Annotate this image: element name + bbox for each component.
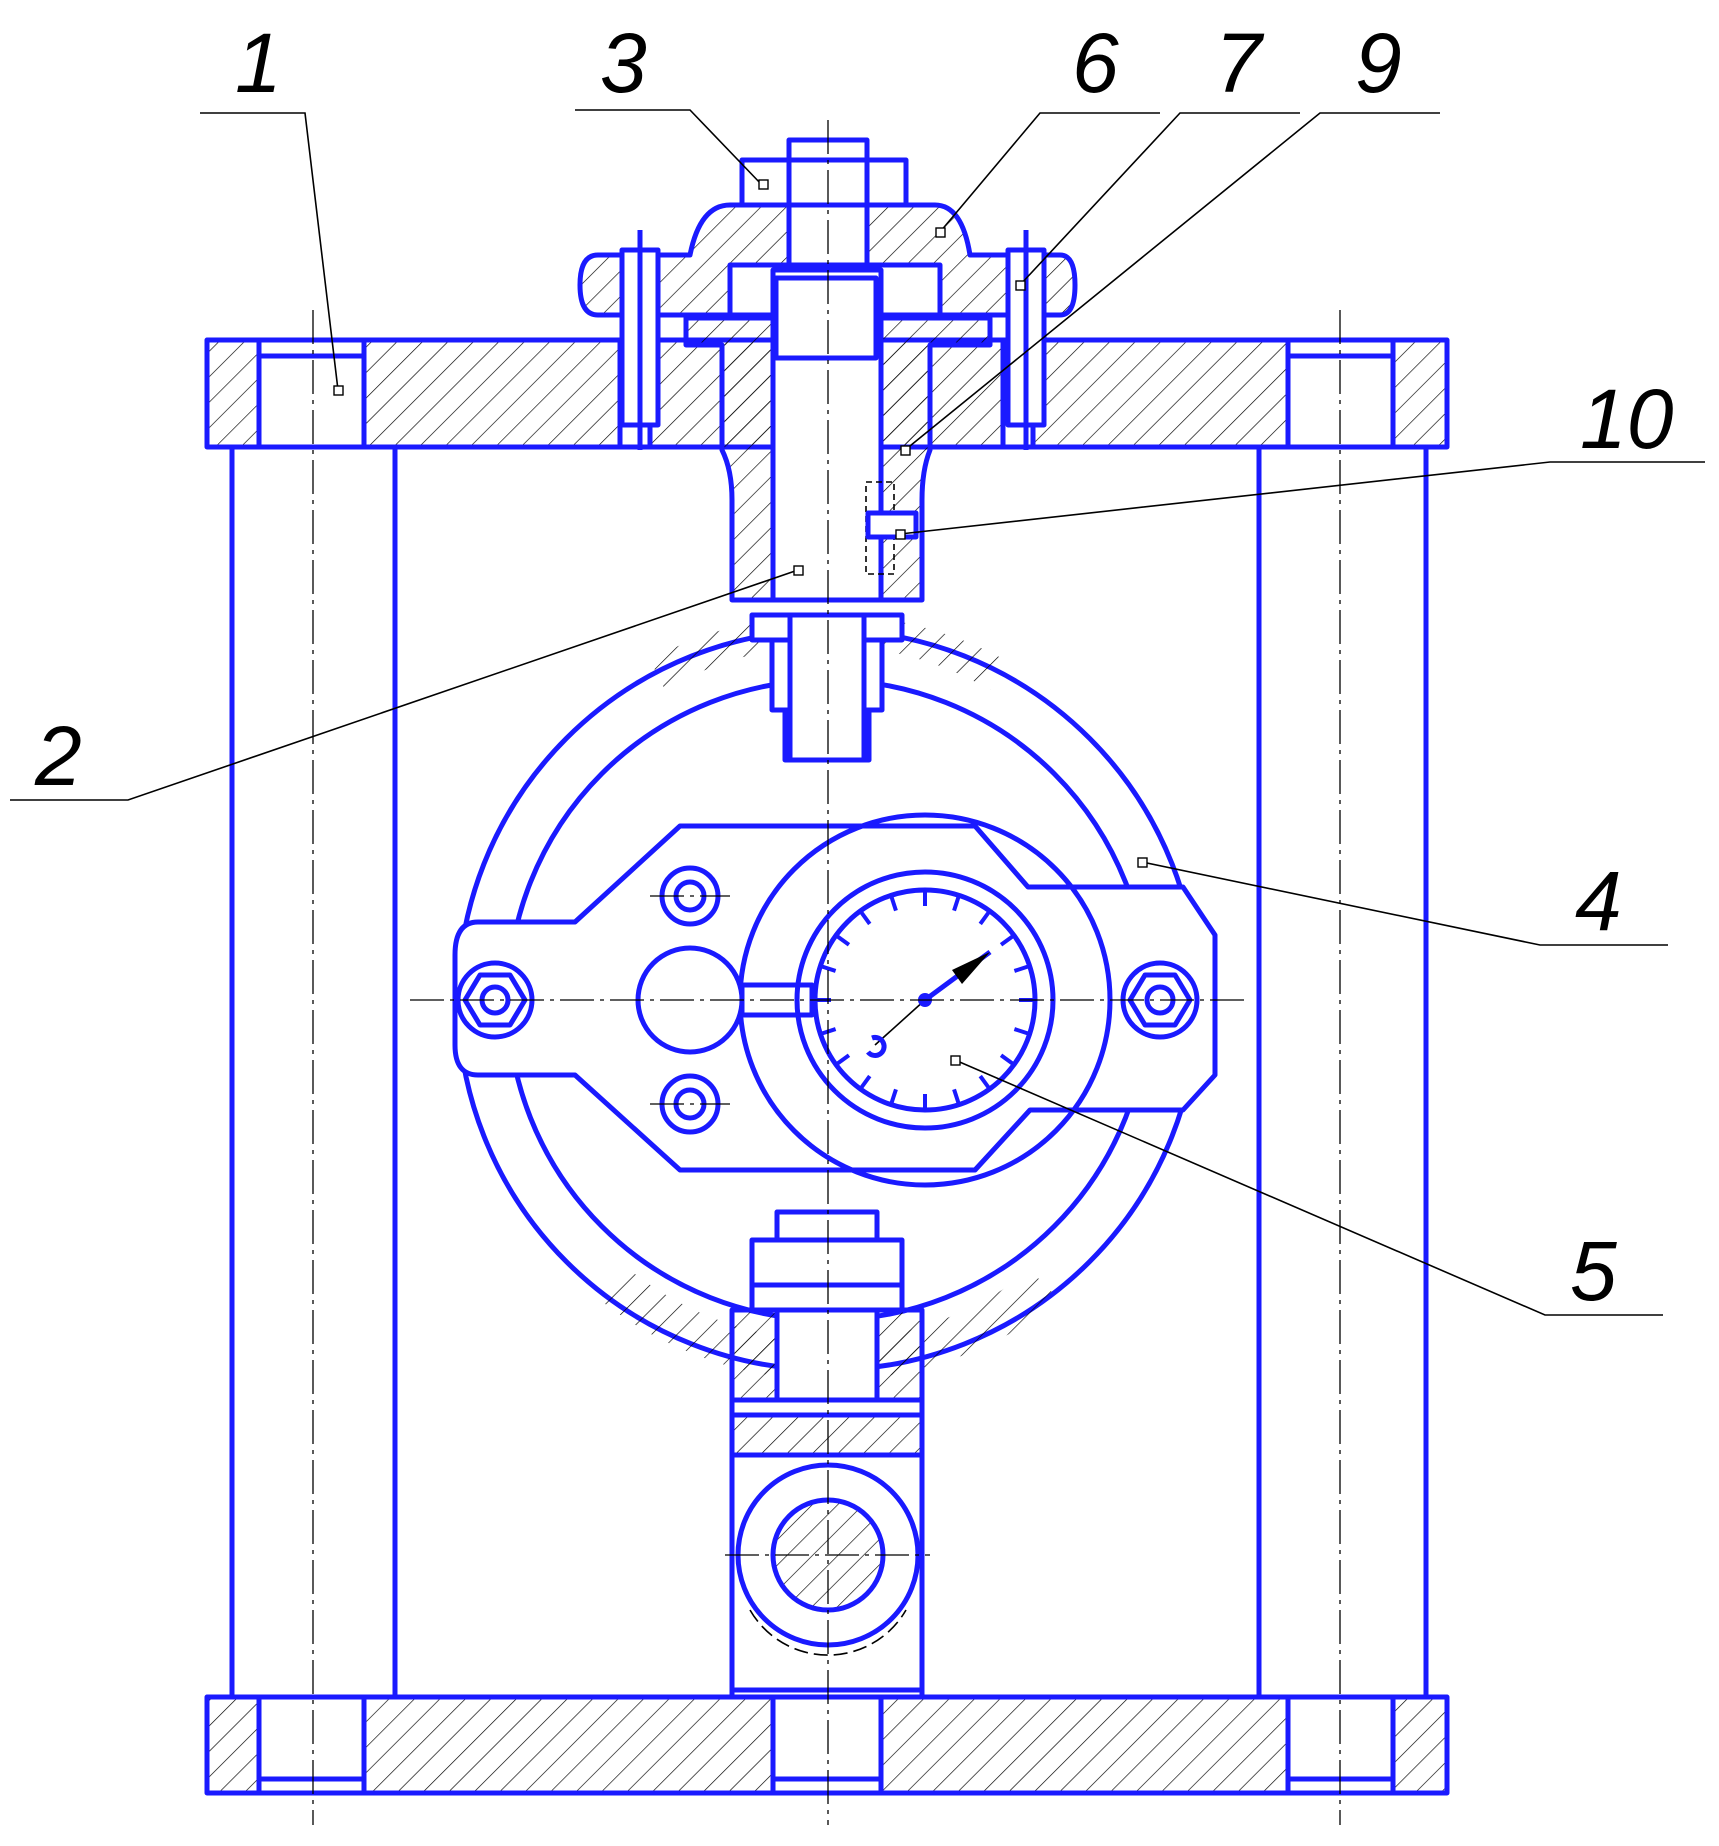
bottom-plate — [204, 1694, 1450, 1796]
label-6: 6 — [1072, 16, 1119, 110]
dial-tick — [834, 933, 851, 947]
left-post — [229, 447, 398, 1697]
lower-nut — [729, 1209, 925, 1403]
base-support — [729, 1397, 925, 1700]
dial-tick — [999, 933, 1016, 947]
dial-tick — [834, 1053, 851, 1067]
label-10: 10 — [1580, 372, 1674, 466]
right-post — [1256, 447, 1429, 1697]
dial-tick — [952, 894, 961, 912]
centerlines — [312, 120, 1341, 1825]
label-3: 3 — [600, 16, 647, 110]
label-9: 9 — [1355, 16, 1402, 110]
leader-lines — [10, 109, 1705, 1316]
dial-tick — [978, 1074, 992, 1091]
dial-tick — [889, 894, 898, 912]
dial-tick — [889, 1088, 898, 1106]
label-4: 4 — [1575, 854, 1622, 948]
dial-tick — [819, 964, 837, 973]
dial-tick — [999, 1053, 1016, 1067]
upper-nut — [749, 612, 905, 763]
dial-tick — [858, 909, 872, 926]
dial-tick — [858, 1074, 872, 1091]
dial-tick — [1013, 964, 1031, 973]
dial-tick — [1013, 1027, 1031, 1036]
dial-tick — [952, 1088, 961, 1106]
bushing — [683, 267, 993, 603]
dial-tick — [978, 909, 992, 926]
label-1: 1 — [235, 16, 282, 110]
label-5: 5 — [1570, 1224, 1617, 1318]
label-7: 7 — [1215, 16, 1265, 110]
label-2: 2 — [34, 709, 82, 803]
leader-dots — [333, 179, 1148, 1066]
